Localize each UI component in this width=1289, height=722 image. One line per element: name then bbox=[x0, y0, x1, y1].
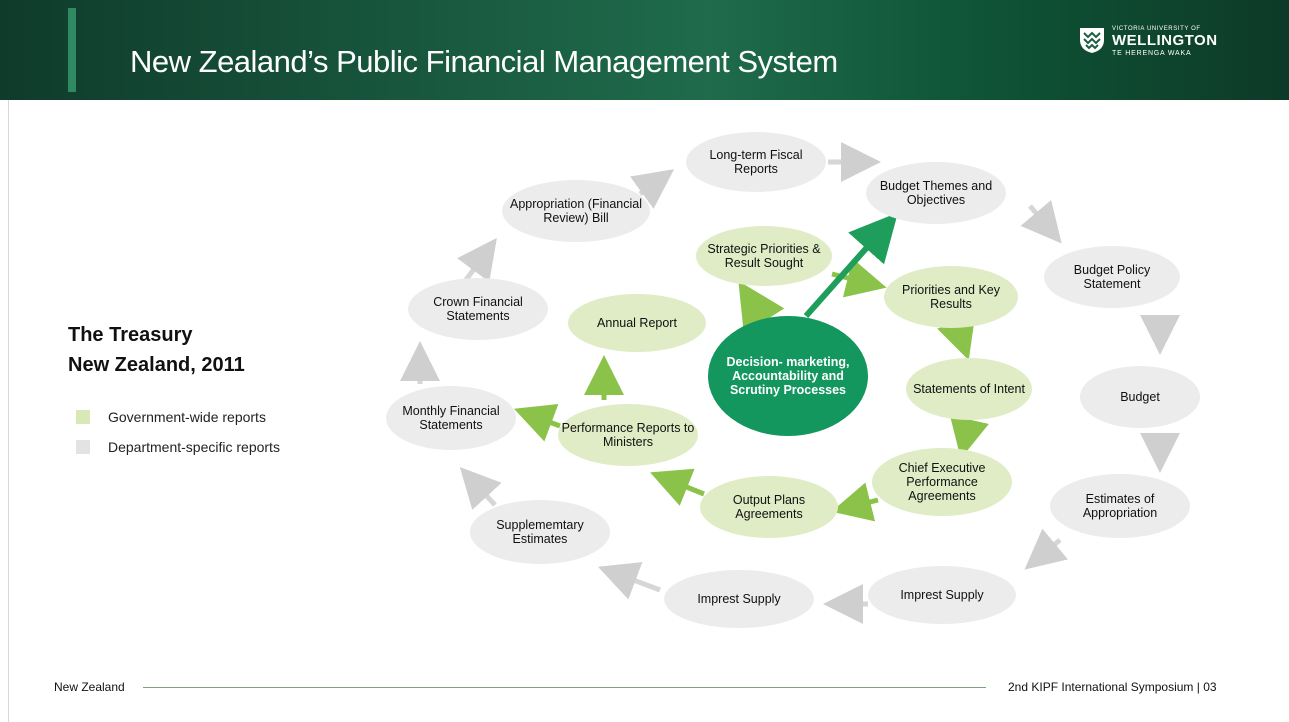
arrow-imprest-left-to-supplementary bbox=[597, 562, 661, 600]
shield-icon bbox=[1080, 28, 1104, 53]
header-bar: New Zealand’s Public Financial Managemen… bbox=[0, 0, 1289, 100]
slide-title: New Zealand’s Public Financial Managemen… bbox=[130, 44, 838, 79]
footer-right-label: 2nd KIPF International Symposium | 03 bbox=[1008, 680, 1217, 694]
header-accent-bar bbox=[68, 8, 76, 92]
arrow-approp-to-longterm bbox=[630, 169, 675, 209]
arrow-estimates-to-imprest-right bbox=[1024, 528, 1069, 570]
arrow-supplementary-to-monthly bbox=[459, 466, 502, 510]
source-label: The Treasury New Zealand, 2011 bbox=[68, 320, 245, 380]
arrow-center-to-themes bbox=[803, 212, 898, 318]
legend-item-government: Government-wide reports bbox=[76, 409, 266, 425]
node-priorities-key-results: Priorities and Key Results bbox=[884, 266, 1018, 328]
node-imprest-supply-left: Imprest Supply bbox=[664, 570, 814, 628]
footer-divider bbox=[143, 687, 986, 688]
node-appropriation-bill: Appropriation (Financial Review) Bill bbox=[502, 180, 650, 242]
arrow-priorities-to-statements bbox=[937, 315, 976, 361]
node-imprest-supply-right: Imprest Supply bbox=[868, 566, 1016, 624]
university-logo: VICTORIA UNIVERSITY OF WELLINGTON TE HER… bbox=[1078, 24, 1228, 64]
node-performance-reports: Performance Reports to Ministers bbox=[558, 404, 698, 466]
node-monthly-financial: Monthly Financial Statements bbox=[386, 386, 516, 450]
node-supplementary-estimates: Suppleme­mtary Estimates bbox=[470, 500, 610, 564]
arrow-output-to-performance bbox=[650, 468, 705, 506]
legend-label-government: Government-wide reports bbox=[108, 409, 266, 425]
logo-small-text: VICTORIA UNIVERSITY OF bbox=[1112, 26, 1201, 32]
left-border-line bbox=[8, 100, 9, 722]
node-crown-financial: Crown Financial Statements bbox=[408, 278, 548, 340]
node-strategic-priorities: Strategic Priorities & Result Sought bbox=[696, 226, 832, 286]
node-longterm-fiscal: Long-term Fiscal Reports bbox=[686, 132, 826, 192]
node-budget-themes: Budget Themes and Objectives bbox=[866, 162, 1006, 224]
legend-swatch-government bbox=[76, 410, 90, 424]
source-line-1: The Treasury bbox=[68, 324, 193, 346]
logo-subtext: TE HERENGA WAKA bbox=[1112, 50, 1192, 57]
arrow-center-to-strategic bbox=[738, 280, 785, 335]
node-chief-executive: Chief Executive Performance Agreements bbox=[872, 448, 1012, 516]
source-line-2: New Zealand, 2011 bbox=[68, 354, 245, 376]
arrow-themes-to-bps bbox=[1020, 199, 1062, 244]
arrow-statements-to-chief bbox=[949, 415, 989, 459]
footer-left-label: New Zealand bbox=[54, 680, 125, 694]
node-estimates-appropriation: Estimates of Appropriation bbox=[1050, 474, 1190, 538]
arrow-performance-to-monthly bbox=[513, 404, 561, 442]
legend-label-department: Department-specific reports bbox=[108, 439, 280, 455]
node-budget: Budget bbox=[1080, 366, 1200, 428]
legend-swatch-department bbox=[76, 440, 90, 454]
logo-name: WELLINGTON bbox=[1112, 32, 1218, 49]
node-annual-report: Annual Report bbox=[568, 294, 706, 352]
node-budget-policy-statement: Budget Policy Statement bbox=[1044, 246, 1180, 308]
node-output-plans: Output Plans Agreements bbox=[700, 476, 838, 538]
node-center-decision-making: Decision- marketing, Accountability and … bbox=[708, 316, 868, 436]
legend-item-department: Department-specific reports bbox=[76, 439, 280, 455]
node-statements-of-intent: Statements of Intent bbox=[906, 358, 1032, 420]
